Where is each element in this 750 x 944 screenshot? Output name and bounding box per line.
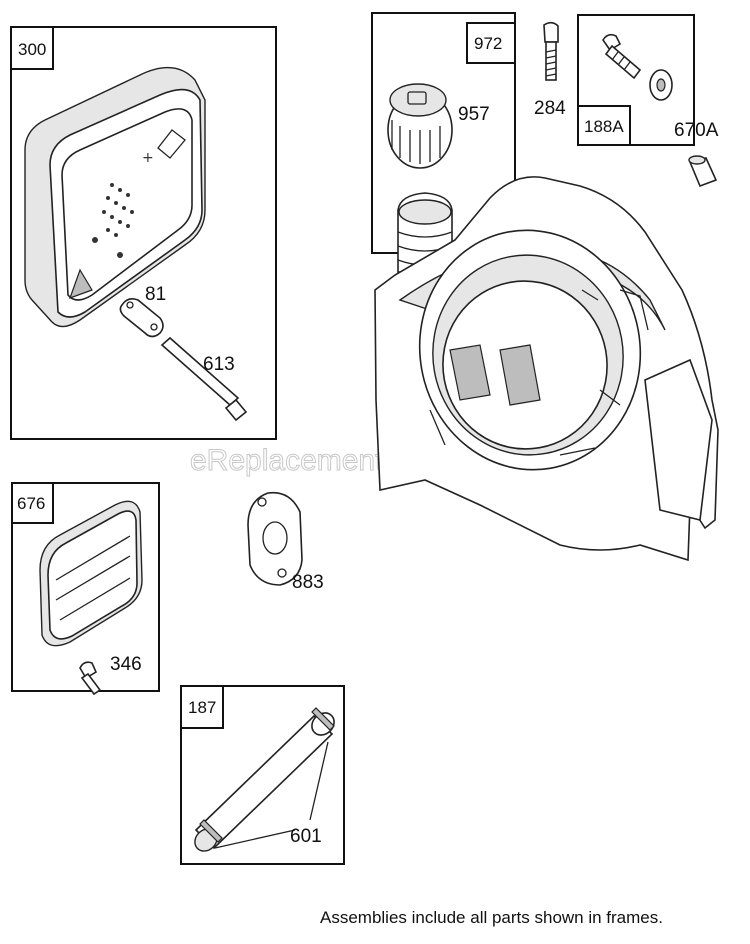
frame-676: 676 bbox=[11, 482, 160, 692]
frame-187-label: 187 bbox=[188, 698, 216, 717]
fuel-cap-957-part bbox=[387, 83, 453, 169]
gasket-883-part bbox=[247, 491, 303, 586]
frame-300-label: 300 bbox=[18, 40, 46, 59]
frame-188a-label: 188A bbox=[584, 117, 624, 136]
callout-284: 284 bbox=[534, 98, 566, 119]
callout-957: 957 bbox=[458, 104, 490, 125]
leader-601-b bbox=[309, 741, 329, 821]
frame-300: 300 bbox=[10, 26, 277, 440]
fuel-tank-housing-part bbox=[374, 176, 719, 562]
muffler-guard-part bbox=[39, 500, 143, 647]
vent-dots bbox=[92, 183, 134, 258]
callout-346: 346 bbox=[110, 654, 142, 675]
muffler-part: + bbox=[24, 66, 206, 328]
washer-188a-part bbox=[649, 69, 673, 101]
callout-883: 883 bbox=[292, 572, 324, 593]
screw-346-part bbox=[79, 661, 102, 696]
frame-676-label: 676 bbox=[17, 494, 45, 513]
frame-187: 187 bbox=[180, 685, 345, 865]
callout-613: 613 bbox=[203, 354, 235, 375]
frame-972-label: 972 bbox=[474, 34, 502, 53]
callout-81: 81 bbox=[145, 284, 166, 305]
stud-188a-part bbox=[602, 33, 642, 80]
bushing-670a-part bbox=[688, 155, 718, 188]
gasket-81-part bbox=[119, 298, 164, 338]
footer-note: Assemblies include all parts shown in fr… bbox=[320, 908, 663, 927]
leader-601-a bbox=[214, 829, 296, 849]
exhaust-pipe-part bbox=[194, 707, 335, 852]
bolt-613-part bbox=[160, 336, 248, 422]
svg-text:+: + bbox=[142, 150, 154, 166]
callout-670a: 670A bbox=[674, 120, 719, 141]
frame-188a: 188A bbox=[577, 14, 695, 146]
screw-284-part bbox=[543, 21, 559, 81]
callout-601: 601 bbox=[290, 826, 322, 847]
